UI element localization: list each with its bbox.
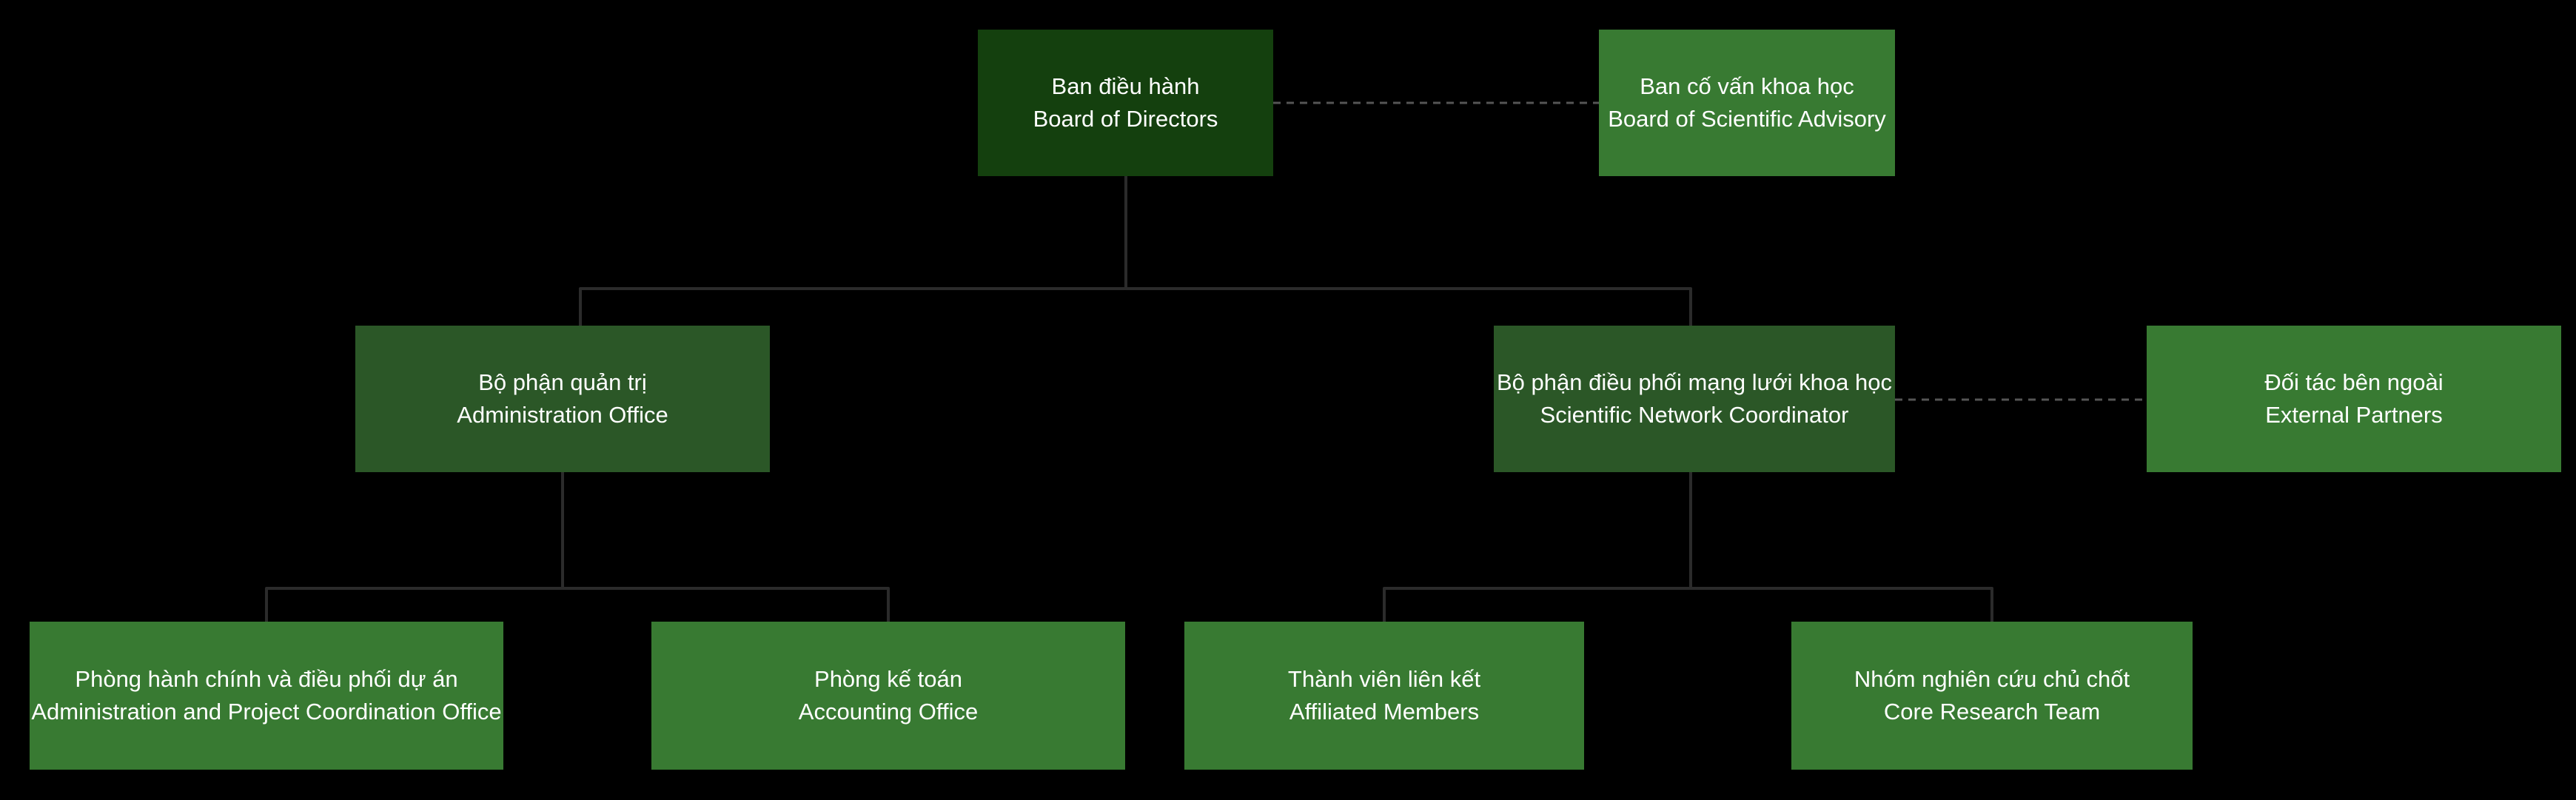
node-external-partners[interactable]: Đối tác bên ngoài External Partners bbox=[2147, 326, 2561, 472]
edge-coordinator-to-affiliated bbox=[1383, 471, 1692, 623]
node-affiliated-members[interactable]: Thành viên liên kết Affiliated Members bbox=[1184, 622, 1584, 770]
node-label-en: Administration and Project Coordination … bbox=[31, 699, 502, 725]
node-administration-office[interactable]: Bộ phận quản trị Administration Office bbox=[355, 326, 770, 472]
node-label-vi: Bộ phận quản trị bbox=[478, 369, 647, 395]
edge-coordinator-to-core-team bbox=[1689, 471, 1993, 623]
edge-admin-to-accounting bbox=[561, 471, 890, 623]
edge-directors-to-admin bbox=[579, 175, 1127, 327]
node-label-vi: Phòng kế toán bbox=[814, 665, 962, 692]
node-core-research-team[interactable]: Nhóm nghiên cứu chủ chốt Core Research T… bbox=[1791, 622, 2193, 770]
node-label-vi: Đối tác bên ngoài bbox=[2264, 369, 2443, 395]
node-scientific-network-coordinator[interactable]: Bộ phận điều phối mạng lưới khoa học Sci… bbox=[1494, 326, 1895, 472]
node-label-vi: Thành viên liên kết bbox=[1287, 665, 1481, 692]
node-label-vi: Phòng hành chính và điều phối dự án bbox=[75, 665, 458, 692]
node-accounting-office[interactable]: Phòng kế toán Accounting Office bbox=[651, 622, 1125, 770]
node-label-en: Board of Directors bbox=[1033, 106, 1218, 132]
node-board-of-scientific-advisory[interactable]: Ban cố vấn khoa học Board of Scientific … bbox=[1599, 30, 1895, 176]
edge-admin-to-project-office bbox=[265, 471, 564, 623]
node-label-en: External Partners bbox=[2265, 402, 2443, 428]
node-label-en: Scientific Network Coordinator bbox=[1540, 402, 1849, 428]
node-label-vi: Nhóm nghiên cứu chủ chốt bbox=[1854, 665, 2130, 692]
node-administration-and-project-coordination-office[interactable]: Phòng hành chính và điều phối dự án Admi… bbox=[30, 622, 503, 770]
node-label-en: Accounting Office bbox=[798, 699, 979, 725]
node-label-en: Board of Scientific Advisory bbox=[1608, 106, 1886, 132]
node-label-vi: Bộ phận điều phối mạng lưới khoa học bbox=[1497, 369, 1892, 395]
node-board-of-directors[interactable]: Ban điều hành Board of Directors bbox=[978, 30, 1273, 176]
node-label-en: Administration Office bbox=[457, 402, 668, 428]
node-label-en: Affiliated Members bbox=[1289, 699, 1480, 725]
node-label-vi: Ban cố vấn khoa học bbox=[1640, 73, 1854, 99]
edge-directors-to-coordinator bbox=[1124, 175, 1692, 327]
node-label-vi: Ban điều hành bbox=[1051, 73, 1200, 99]
node-label-en: Core Research Team bbox=[1883, 699, 2101, 725]
